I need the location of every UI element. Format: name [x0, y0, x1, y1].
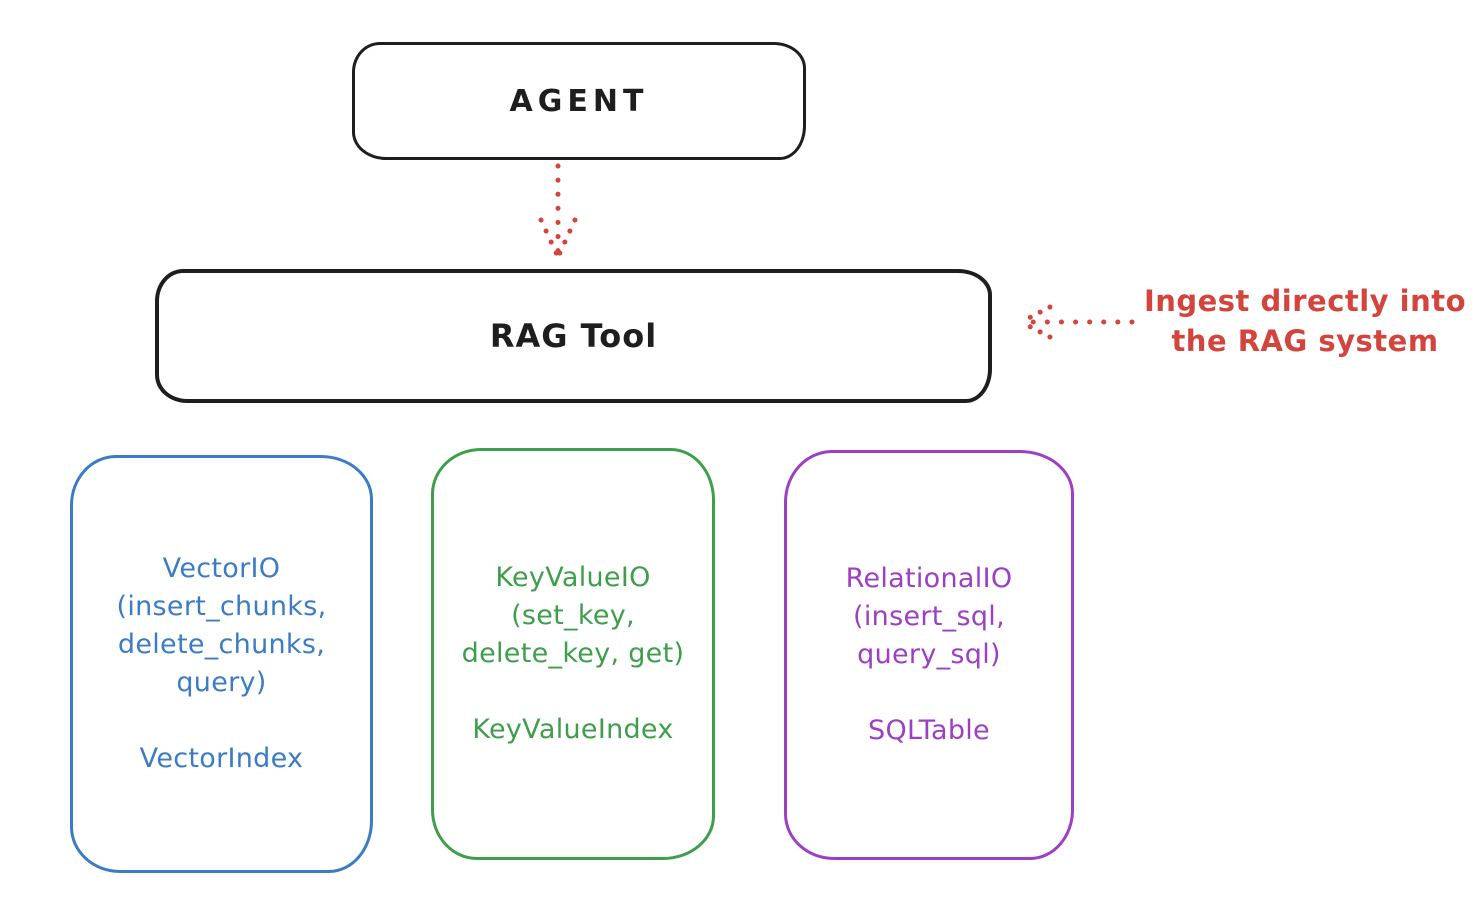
- store-line: (set_key,: [511, 600, 635, 631]
- agent-label: AGENT: [509, 83, 649, 119]
- store-line: RelationalIO: [845, 563, 1013, 594]
- store-line: (insert_sql,: [853, 601, 1005, 632]
- arrow-left-icon: [1018, 304, 1135, 340]
- vector-index-label: VectorIndex: [139, 743, 304, 774]
- store-line: delete_chunks,: [117, 629, 326, 660]
- relational-io-box: RelationalIO (insert_sql, query_sql) SQL…: [784, 450, 1074, 860]
- ingest-annotation-line1: Ingest directly into: [1143, 284, 1467, 318]
- store-line: (insert_chunks,: [116, 591, 327, 622]
- ingest-annotation: Ingest directly into the RAG system: [1136, 281, 1474, 361]
- ingest-annotation-line2: the RAG system: [1171, 324, 1439, 358]
- vector-io-box: VectorIO (insert_chunks, delete_chunks, …: [70, 455, 373, 873]
- rag-tool-label: RAG Tool: [489, 317, 658, 355]
- arrow-down-icon: [538, 163, 578, 260]
- store-line: KeyValueIO: [495, 562, 651, 593]
- store-line: query): [176, 667, 267, 698]
- store-line: query_sql): [857, 639, 1001, 670]
- keyvalue-io-box: KeyValueIO (set_key, delete_key, get) Ke…: [431, 448, 715, 860]
- sql-table-label: SQLTable: [868, 715, 990, 746]
- store-line: VectorIO: [162, 553, 281, 584]
- rag-tool-node: RAG Tool: [155, 269, 992, 403]
- store-line: delete_key, get): [461, 638, 685, 669]
- agent-node: AGENT: [352, 42, 806, 160]
- keyvalue-index-label: KeyValueIndex: [472, 714, 674, 745]
